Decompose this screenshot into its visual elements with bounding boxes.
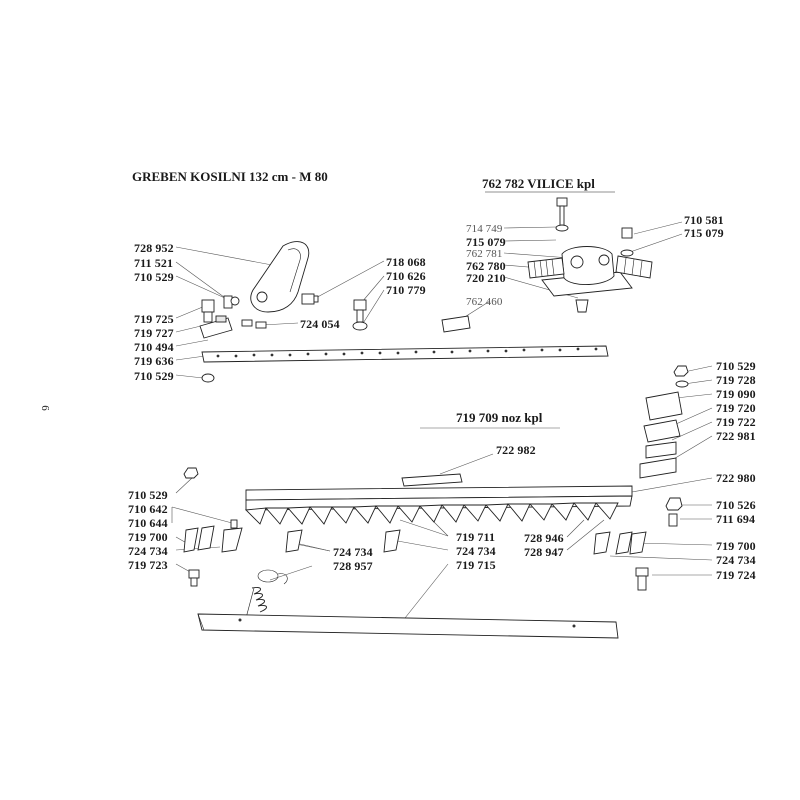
part-label: 714 749 bbox=[466, 223, 503, 235]
upper-bar bbox=[201, 345, 609, 383]
part-label: 722 980 bbox=[716, 471, 756, 485]
part-label: 711 694 bbox=[716, 512, 756, 526]
part-label: 724 734 bbox=[456, 544, 496, 558]
right-upper-stack bbox=[639, 365, 689, 479]
part-label: 719 722 bbox=[716, 415, 756, 429]
part-label: 719 724 bbox=[716, 568, 756, 582]
part-label: 719 711 bbox=[456, 530, 496, 544]
right-guards bbox=[593, 497, 683, 591]
part-label: 728 952 bbox=[134, 241, 174, 255]
part-label: 719 720 bbox=[716, 401, 756, 415]
part-label: 710 642 bbox=[128, 502, 168, 516]
bottom-beam-719-715 bbox=[197, 613, 619, 639]
leader-lines bbox=[171, 221, 713, 619]
left-guards bbox=[183, 467, 401, 587]
part-label: 719 715 bbox=[456, 558, 496, 572]
part-label: 724 054 bbox=[300, 317, 340, 331]
part-label: 762 460 bbox=[466, 296, 503, 308]
part-label: 711 521 bbox=[134, 256, 174, 270]
part-label: 762 781 bbox=[466, 248, 503, 260]
part-label: 715 079 bbox=[466, 235, 506, 249]
part-label: 710 644 bbox=[128, 516, 168, 530]
part-label: 722 982 bbox=[496, 443, 536, 457]
part-label: 710 494 bbox=[134, 340, 174, 354]
knife-bar bbox=[245, 485, 633, 525]
noz-title: 719 709 noz kpl bbox=[456, 410, 543, 425]
part-label: 719 723 bbox=[128, 558, 168, 572]
part-label: 710 529 bbox=[716, 359, 756, 373]
vilice-title: 762 782 VILICE kpl bbox=[482, 176, 595, 191]
page-number: 6 bbox=[38, 405, 51, 411]
part-label: 720 210 bbox=[466, 271, 506, 285]
part-label: 719 700 bbox=[716, 539, 756, 553]
part-label: 710 779 bbox=[386, 283, 426, 297]
part-label: 710 529 bbox=[128, 488, 168, 502]
part-label: 718 068 bbox=[386, 255, 426, 269]
knife-teeth bbox=[245, 502, 619, 525]
part-label: 719 636 bbox=[134, 354, 174, 368]
part-label: 710 626 bbox=[386, 269, 426, 283]
part-label: 719 728 bbox=[716, 373, 756, 387]
part-label: 724 734 bbox=[333, 545, 373, 559]
part-label: 762 780 bbox=[466, 259, 506, 273]
part-label: 710 529 bbox=[134, 270, 174, 284]
part-label: 728 947 bbox=[524, 545, 564, 559]
part-label: 719 700 bbox=[128, 530, 168, 544]
part-label: 728 946 bbox=[524, 531, 564, 545]
part-label: 722 981 bbox=[716, 429, 756, 443]
part-label: 710 581 bbox=[684, 213, 724, 227]
diagram-title: GREBEN KOSILNI 132 cm - M 80 bbox=[132, 169, 328, 184]
part-label: 710 526 bbox=[716, 498, 756, 512]
part-label: 724 734 bbox=[716, 553, 756, 567]
part-label: 715 079 bbox=[684, 226, 724, 240]
arm-assembly bbox=[199, 241, 471, 339]
part-label: 724 734 bbox=[128, 544, 168, 558]
part-label: 710 529 bbox=[134, 369, 174, 383]
part-label: 719 725 bbox=[134, 312, 174, 326]
part-label: 728 957 bbox=[333, 559, 373, 573]
spring-728-957 bbox=[245, 569, 288, 619]
vilice-assembly bbox=[485, 191, 653, 313]
part-label: 719 090 bbox=[716, 387, 756, 401]
plate-722-982 bbox=[401, 473, 463, 487]
part-label: 719 727 bbox=[134, 326, 174, 340]
